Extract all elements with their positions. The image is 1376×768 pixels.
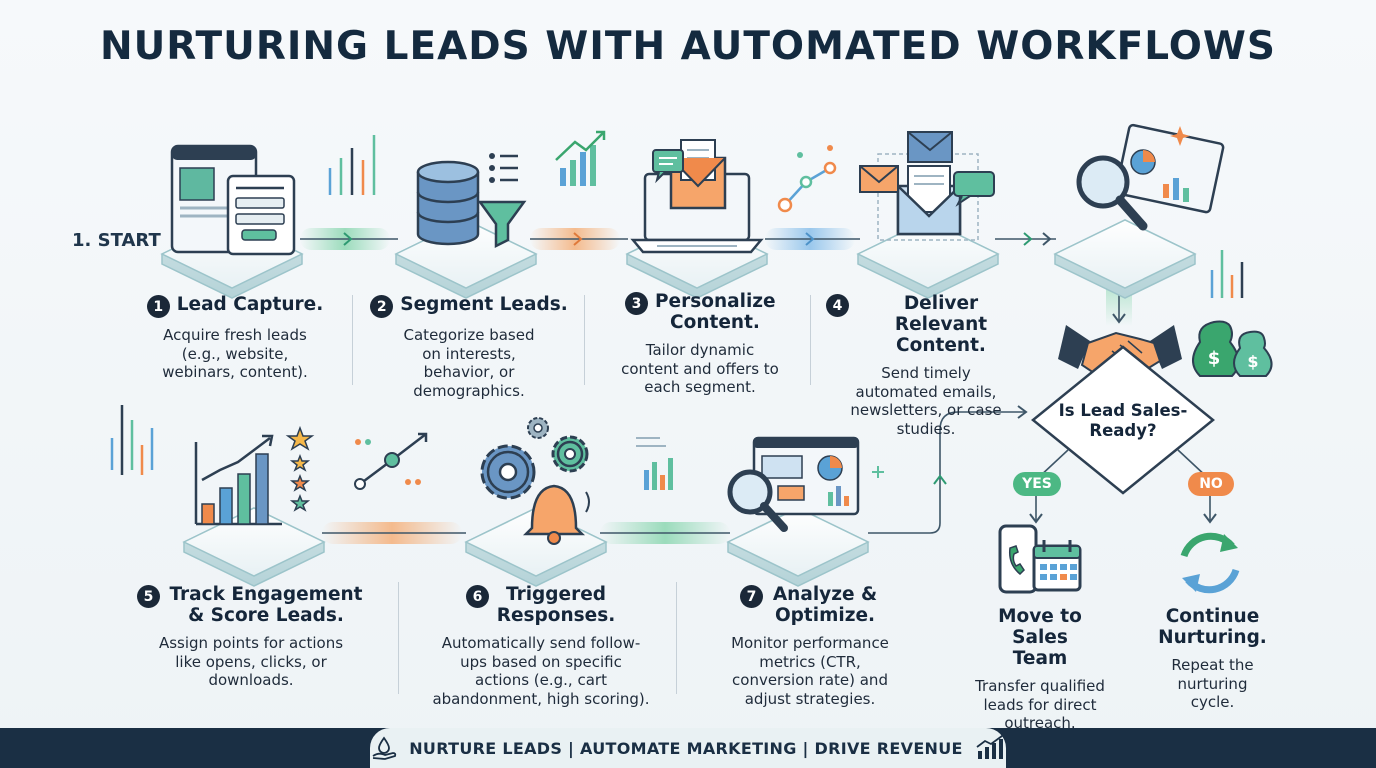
step-6-text: 6 Triggered Responses. Automatically sen… <box>416 584 666 708</box>
sparkle-bars-decoration <box>328 135 376 195</box>
step-7-text: 7 Analyze & Optimize. Monitor performanc… <box>700 584 920 708</box>
page-title: NURTURING LEADS WITH AUTOMATED WORKFLOWS <box>99 24 1277 69</box>
mini-chart-decoration <box>636 437 673 490</box>
decision-branches <box>1029 449 1217 524</box>
step-2-text: 2 Segment Leads. Categorize based on int… <box>360 294 578 400</box>
divider <box>676 582 677 694</box>
step-3-text: 3 Personalize Content. Tailor dynamic co… <box>600 291 800 397</box>
growth-chart-decoration <box>555 130 606 186</box>
row1-connectors <box>300 228 1132 326</box>
yes-badge: YES <box>1013 472 1061 496</box>
refresh-cycle-icon <box>1180 532 1240 594</box>
web-form-icon <box>161 144 303 299</box>
outcome-yes-desc: Transfer qualified leads for direct outr… <box>975 677 1105 732</box>
decision-diamond <box>1031 345 1215 495</box>
right-bars-decoration <box>1210 250 1244 298</box>
step-5-title: Track Engagement & Score Leads. <box>169 584 363 626</box>
gears-bell-icon <box>465 417 607 587</box>
step-2-title: Segment Leads. <box>400 294 568 315</box>
step-6-title: Triggered Responses. <box>496 584 616 626</box>
step-4-text: 4 Deliver Relevant Content. Send timely … <box>820 293 1032 438</box>
step-1-number: 1 <box>146 295 170 318</box>
divider <box>584 295 585 385</box>
row2-connectors <box>322 405 1028 544</box>
divider <box>352 295 353 385</box>
step-3-number: 3 <box>625 292 648 315</box>
step-2-number: 2 <box>370 295 394 318</box>
laptop-email-icon <box>626 139 768 299</box>
step-5-desc: Assign points for actions like opens, cl… <box>158 634 344 689</box>
svg-text:$: $ <box>1247 352 1258 371</box>
outcome-yes: Move to Sales Team Transfer qualified le… <box>960 606 1120 733</box>
database-funnel-icon <box>395 153 537 299</box>
envelope-network-icon <box>857 131 999 299</box>
step-6-desc: Automatically send follow-ups based on s… <box>432 634 650 708</box>
divider <box>810 295 811 385</box>
sparkle-star-decoration <box>1170 126 1190 146</box>
svg-text:$: $ <box>1208 348 1221 369</box>
step-5-number: 5 <box>137 585 160 608</box>
left-bars-decoration <box>110 405 154 475</box>
bar-chart-stars-icon <box>183 425 325 587</box>
no-badge: NO <box>1188 472 1234 496</box>
step-1-title: Lead Capture. <box>176 294 324 315</box>
outcome-no: Continue Nurturing. Repeat the nurturing… <box>1140 606 1285 712</box>
step-7-number: 7 <box>740 585 763 608</box>
step-4-desc: Send timely automated emails, newsletter… <box>850 364 1002 438</box>
monitor-analysis-icon <box>1054 123 1225 299</box>
outcome-no-title: Continue Nurturing. <box>1158 606 1267 648</box>
step-3-title: Personalize Content. <box>655 291 776 333</box>
step-5-text: 5 Track Engagement & Score Leads. Assign… <box>128 584 374 690</box>
workflow-diagram: $ $ <box>110 123 1273 594</box>
footer-banner: NURTURE LEADS | AUTOMATE MARKETING | DRI… <box>370 728 1006 768</box>
step-4-number: 4 <box>826 294 849 317</box>
outcome-yes-title: Move to Sales Team <box>998 606 1082 669</box>
step-7-title: Analyze & Optimize. <box>772 584 878 626</box>
money-bags-icon: $ $ <box>1192 320 1273 377</box>
step-7-desc: Monitor performance metrics (CTR, conver… <box>731 634 889 708</box>
step-3-desc: Tailor dynamic content and offers to eac… <box>621 341 779 396</box>
trend-nodes-decoration <box>354 432 428 490</box>
plus-sparkle-decoration <box>872 466 884 478</box>
network-nodes-decoration <box>777 145 837 213</box>
divider <box>398 582 399 694</box>
dashboard-magnifier-icon <box>727 436 869 587</box>
step-1-text: 1 Lead Capture. Acquire fresh leads (e.g… <box>135 294 335 382</box>
step-2-desc: Categorize based on interests, behavior,… <box>403 326 535 400</box>
phone-calendar-icon <box>998 524 1082 594</box>
growth-chart-icon <box>976 735 1003 759</box>
step-1-desc: Acquire fresh leads (e.g., website, webi… <box>162 326 308 381</box>
step-6-number: 6 <box>466 585 489 608</box>
step-4-title: Deliver Relevant Content. <box>894 293 988 356</box>
hand-drop-icon <box>372 736 397 760</box>
outcome-no-desc: Repeat the nurturing cycle. <box>1171 656 1254 711</box>
start-label: 1. START <box>72 230 161 251</box>
footer-tagline: NURTURE LEADS | AUTOMATE MARKETING | DRI… <box>409 738 963 758</box>
decision-question: Is Lead Sales-Ready? <box>1058 401 1188 440</box>
